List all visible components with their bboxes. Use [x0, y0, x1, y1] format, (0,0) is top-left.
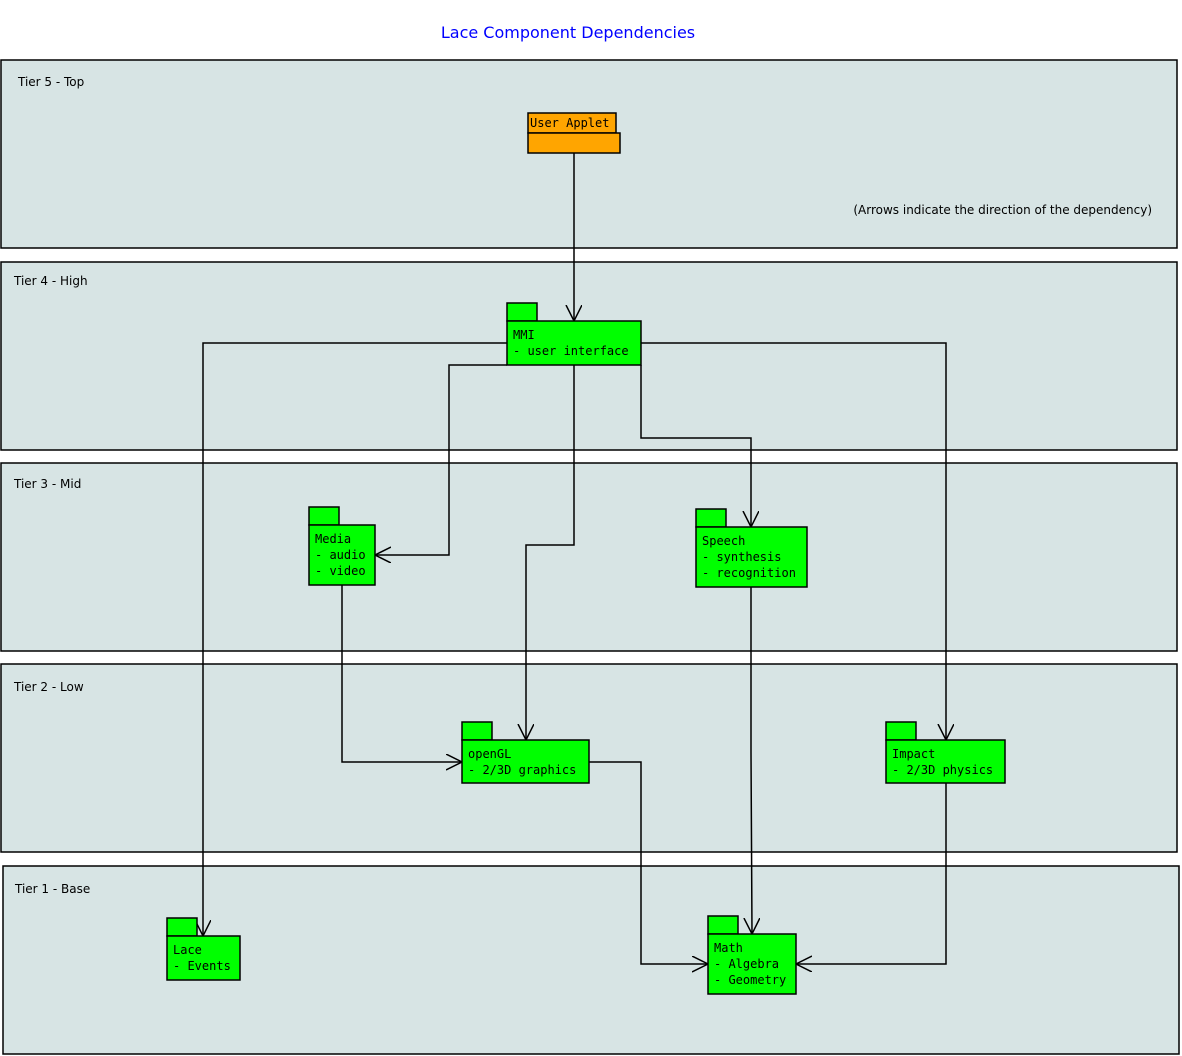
package-body [461, 739, 590, 784]
dependency-arrow-impact-to-math [796, 783, 947, 964]
package-opengl[interactable]: openGL - 2/3D graphics [461, 721, 590, 784]
diagram-title: Lace Component Dependencies [441, 23, 695, 42]
package-feature: - audio [315, 548, 366, 562]
dependency-arrow-mmi-to-lace [203, 342, 507, 936]
package-feature: - 2/3D graphics [468, 763, 576, 777]
package-name: openGL [468, 747, 511, 761]
package-feature: - recognition [702, 566, 796, 580]
package-user-applet[interactable]: User Applet [527, 112, 621, 154]
package-feature: - Algebra [714, 957, 779, 971]
tier-1-label: Tier 1 - Base [14, 882, 90, 896]
package-mmi[interactable]: MMI - user interface [506, 302, 642, 366]
package-body [885, 739, 1006, 784]
package-feature: - Geometry [714, 973, 786, 987]
dependency-arrow-mmi-to-media [375, 364, 507, 555]
package-name: Math [714, 941, 743, 955]
tier-3-label: Tier 3 - Mid [13, 477, 81, 491]
package-body [695, 526, 808, 588]
package-name: Lace [173, 943, 202, 957]
package-body [707, 933, 797, 995]
package-feature: - user interface [513, 344, 629, 358]
package-name: Speech [702, 534, 745, 548]
package-body [166, 935, 241, 981]
dependency-arrow-mmi-to-speech [640, 365, 751, 527]
package-feature: - Events [173, 959, 231, 973]
package-math[interactable]: Math - Algebra - Geometry [707, 915, 797, 995]
package-tab [308, 506, 340, 526]
tier-3-box [0, 462, 1178, 652]
package-body [506, 320, 642, 366]
package-tab [166, 917, 198, 937]
package-name: Media [315, 532, 351, 546]
tier-5: Tier 5 - Top (Arrows indicate the direct… [0, 59, 1178, 249]
package-speech[interactable]: Speech - synthesis - recognition [695, 508, 808, 588]
dependency-arrow-mmi-to-opengl [526, 365, 575, 740]
package-feature: - synthesis [702, 550, 781, 564]
dependency-arrow-opengl-to-math [589, 761, 708, 964]
package-lace[interactable]: Lace - Events [166, 917, 241, 981]
dependency-arrow-media-to-opengl [341, 585, 462, 762]
legend-note: (Arrows indicate the direction of the de… [853, 203, 1152, 217]
package-body [527, 132, 621, 154]
package-tab [506, 302, 538, 322]
tier-5-box [0, 59, 1178, 249]
package-name: MMI [513, 328, 535, 342]
package-feature: - video [315, 564, 366, 578]
package-feature: - 2/3D physics [892, 763, 993, 777]
package-name: User Applet [530, 116, 609, 130]
dependency-edges [203, 153, 946, 964]
tier-3: Tier 3 - Mid [0, 462, 1178, 652]
package-tab [707, 915, 739, 935]
package-name: Impact [892, 747, 935, 761]
tier-5-label: Tier 5 - Top [17, 75, 84, 89]
dependency-arrow-mmi-to-impact [641, 342, 946, 740]
package-body [308, 524, 376, 586]
tier-4-label: Tier 4 - High [13, 274, 88, 288]
package-media[interactable]: Media - audio - video [308, 506, 376, 586]
package-tab [461, 721, 493, 741]
package-impact[interactable]: Impact - 2/3D physics [885, 721, 1006, 784]
package-tab [885, 721, 917, 741]
dependency-arrow-speech-to-math [751, 587, 752, 934]
package-tab [695, 508, 727, 528]
tier-2-label: Tier 2 - Low [13, 680, 84, 694]
